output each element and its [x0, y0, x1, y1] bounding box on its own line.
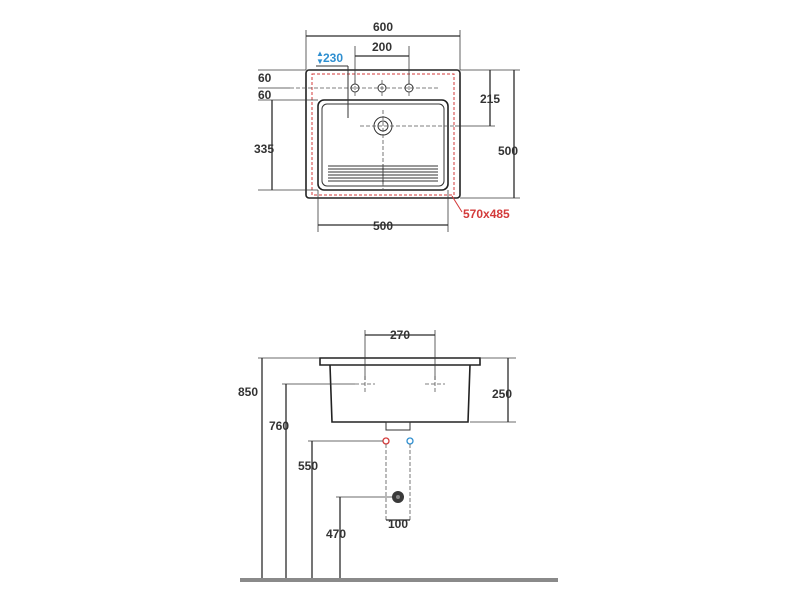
top-view: 600 200 ▲ ▼ 230 60 60 335 215 500 500 — [254, 20, 520, 233]
depth-label: 500 — [498, 144, 518, 158]
inner-width-label: 500 — [373, 219, 393, 233]
down-arrow-icon: ▼ — [316, 57, 324, 66]
side-view: 270 250 100 850 760 550 470 — [238, 328, 558, 582]
waste-height-label: 470 — [326, 527, 346, 541]
tap-spacing-label: 200 — [372, 40, 392, 54]
cutout-outline — [311, 73, 455, 196]
basin-outline — [305, 69, 461, 199]
up-arrow-icon: ▲ — [316, 49, 324, 58]
side-tap-spacing-label: 270 — [390, 328, 410, 342]
tap-height-label: 230 — [323, 51, 343, 65]
basin-body — [329, 364, 471, 423]
basin-rim — [319, 357, 481, 366]
floor-line — [240, 578, 558, 582]
cold-supply-icon — [406, 437, 414, 445]
basin-depth-label: 250 — [492, 387, 512, 401]
cutout-label: 570x485 — [463, 207, 510, 221]
bottom-height-label: 760 — [269, 419, 289, 433]
top-height-label: 850 — [238, 385, 258, 399]
offset-top-label: 60 — [258, 71, 272, 85]
supply-height-label: 550 — [298, 459, 318, 473]
top-width-label: 600 — [373, 20, 393, 34]
drain — [360, 110, 455, 190]
drain-stub — [385, 421, 411, 431]
hot-supply-icon — [382, 437, 390, 445]
waste-spacing-label: 100 — [388, 517, 408, 531]
offset-second-label: 60 — [258, 88, 272, 102]
inner-depth-label: 335 — [254, 142, 274, 156]
drain-offset-label: 215 — [480, 92, 500, 106]
